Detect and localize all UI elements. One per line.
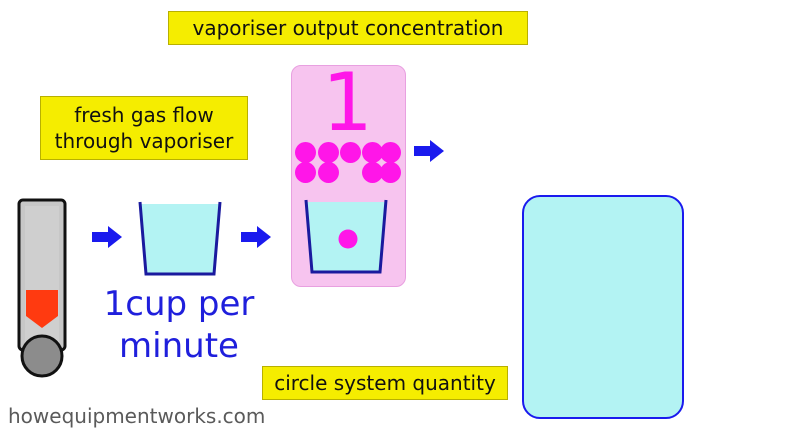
- cup-icon: [138, 201, 222, 276]
- vaporiser-output-label: vaporiser output concentration: [168, 11, 528, 45]
- vapour-dot-icon: [318, 142, 339, 163]
- fresh-gas-flow-line1: fresh gas flow: [74, 103, 214, 127]
- vapour-dot-icon: [380, 162, 401, 183]
- flow-rate-text: 1cup per minute: [88, 283, 270, 367]
- vapour-dot-icon: [295, 142, 316, 163]
- vapour-dot-icon: [340, 142, 361, 163]
- concentration-value: 1: [322, 56, 373, 149]
- footer-credit: howequipmentworks.com: [8, 404, 266, 428]
- vapour-dot-icon: [362, 162, 383, 183]
- fresh-gas-flow-line2: through vaporiser: [54, 129, 234, 153]
- flow-rate-line1: 1cup per: [103, 284, 255, 324]
- fresh-gas-flow-label: fresh gas flow through vaporiser: [40, 96, 248, 160]
- arrow-right-icon: [241, 226, 271, 248]
- arrow-right-icon: [414, 140, 444, 162]
- vaporiser-cup-icon: [304, 199, 388, 274]
- reservoir-icon: [522, 195, 684, 419]
- vapour-dot-icon: [362, 142, 383, 163]
- flowmeter-icon: [17, 198, 67, 378]
- vapour-dot-icon: [318, 162, 339, 183]
- vapour-dot-icon: [295, 162, 316, 183]
- arrow-right-icon: [92, 226, 122, 248]
- flow-rate-line2: minute: [119, 326, 239, 366]
- vapour-dot-icon: [380, 142, 401, 163]
- circle-system-label: circle system quantity: [262, 366, 508, 400]
